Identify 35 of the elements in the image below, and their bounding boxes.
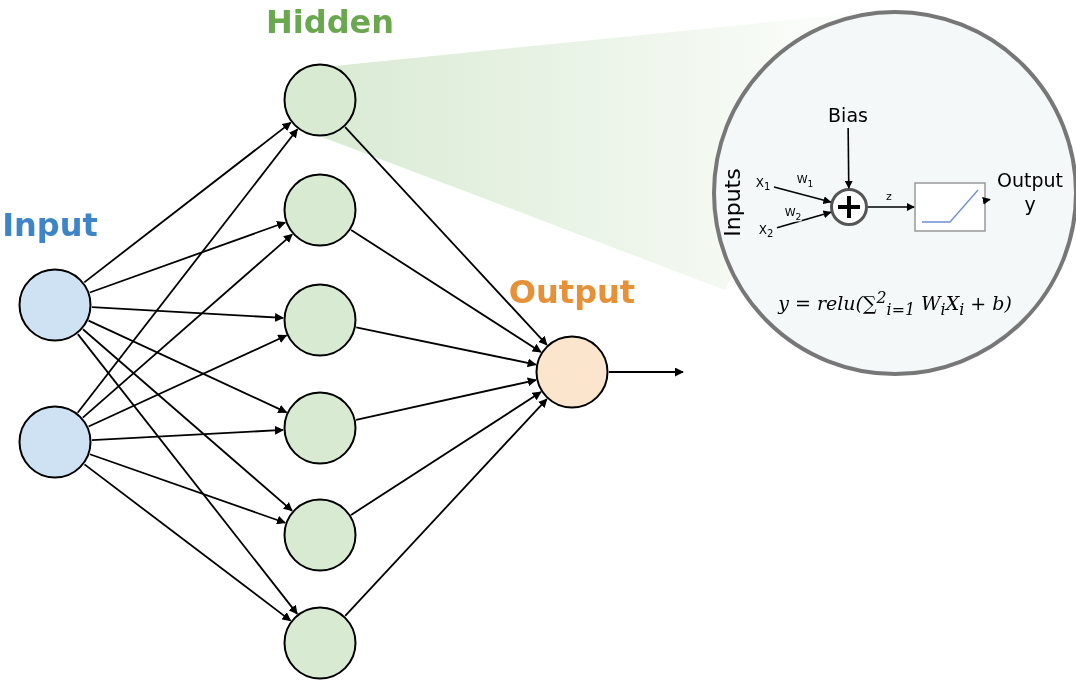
arrow — [344, 398, 548, 617]
arrow — [776, 210, 832, 229]
arrow — [83, 121, 292, 284]
arrow — [82, 328, 293, 512]
layer-heading: Input — [2, 206, 98, 244]
output-label: Output y — [996, 168, 1064, 216]
arrow — [83, 463, 292, 622]
input-label: Bias — [828, 104, 868, 126]
arrow — [844, 127, 853, 189]
input-label: X$_{1}$ — [755, 175, 771, 193]
arrow — [773, 186, 832, 205]
arrow — [87, 319, 288, 414]
arrow — [91, 425, 284, 441]
layer-heading: Hidden — [266, 3, 394, 41]
arrow — [982, 196, 991, 205]
arrow — [81, 233, 294, 419]
arrow — [344, 126, 548, 346]
arrow — [88, 221, 287, 294]
arrow — [608, 367, 684, 377]
arrow — [76, 128, 299, 414]
arrow — [350, 229, 542, 353]
edge-label: W$_{1}$ — [796, 173, 814, 189]
arrow — [867, 203, 915, 211]
arrow — [91, 306, 284, 322]
input-label: X$_{2}$ — [758, 222, 774, 240]
arrow — [355, 326, 537, 368]
arrow — [76, 333, 299, 615]
arrow — [350, 391, 542, 516]
formula: y = relu(∑$^{2}$$_{i=1}$ W$_{i}$X$_{i}$ + b) — [776, 288, 1013, 320]
layer-heading: Output — [508, 273, 636, 311]
arrow — [355, 377, 537, 421]
axis-title: Inputs — [719, 168, 745, 237]
edge-label: W$_{2}$ — [784, 206, 802, 222]
arrow — [89, 453, 286, 525]
arrow — [87, 334, 288, 428]
